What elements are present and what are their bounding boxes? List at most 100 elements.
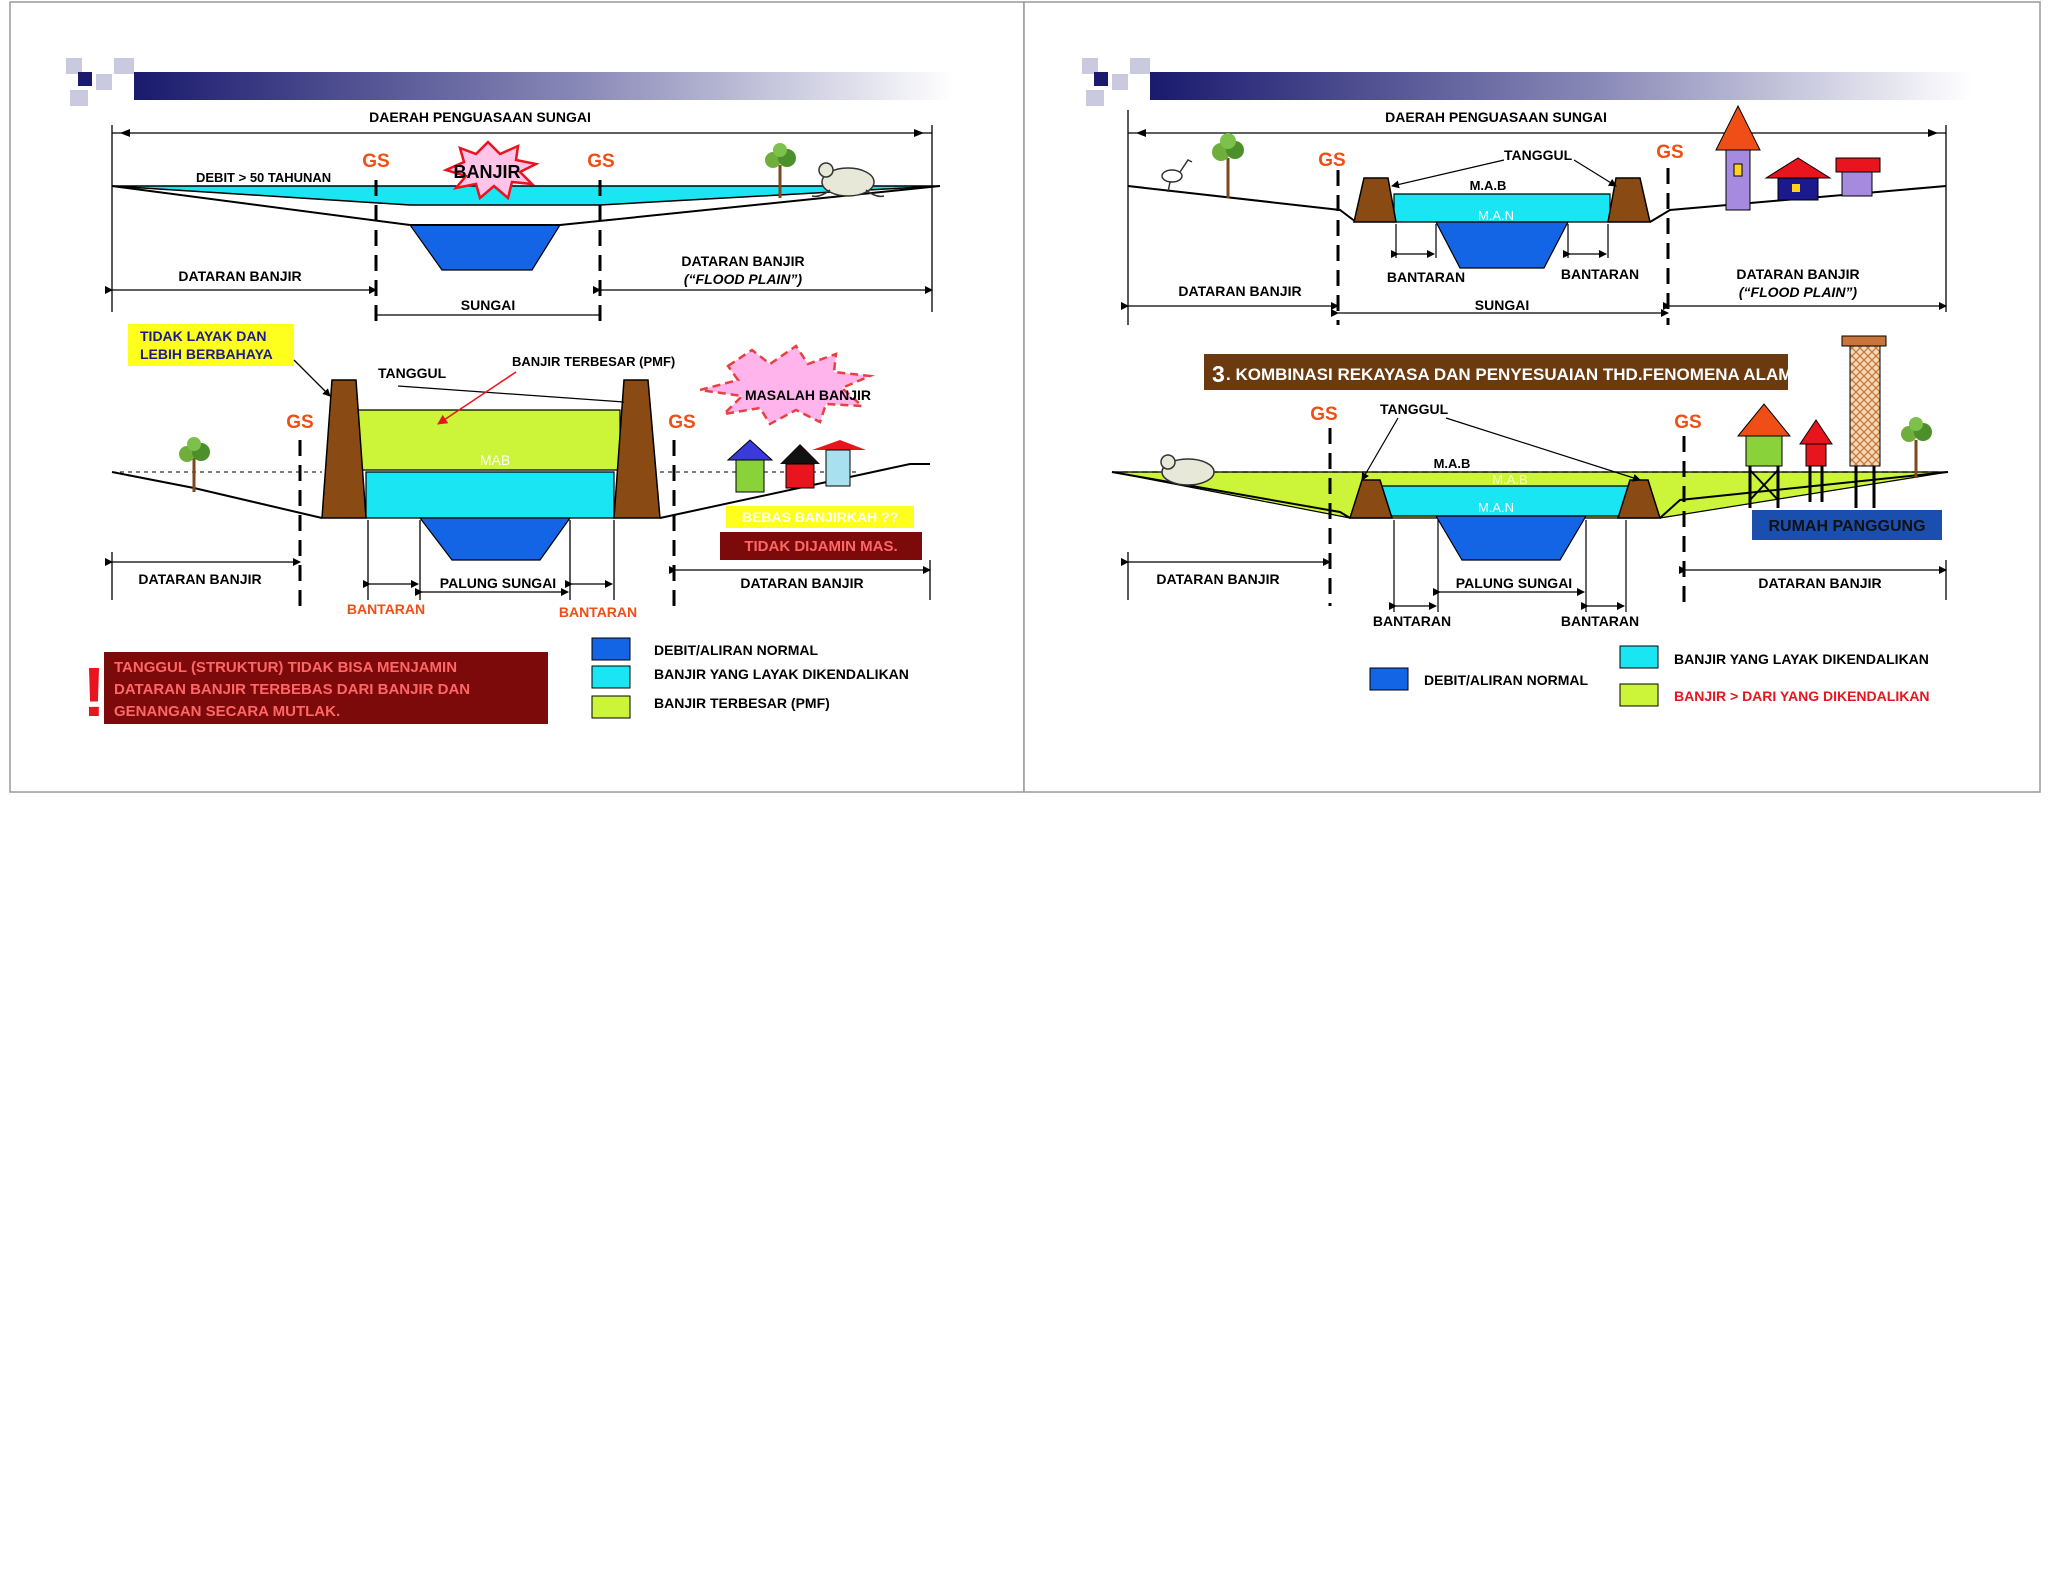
stilt-houses-icon (1736, 335, 1887, 508)
channel-label: PALUNG SUNGAI (440, 575, 556, 591)
banjir-burst-shape (442, 140, 540, 201)
legend-label-normal: DEBIT/ALIRAN NORMAL (1424, 672, 1589, 688)
not-guaranteed-box (720, 532, 922, 560)
legend-swatch-normal (1369, 667, 1409, 691)
exclamation-icon: ! (82, 653, 105, 731)
legend-swatch-controlled (591, 665, 631, 689)
floodplain-right-label-2: (“FLOOD PLAIN”) (1739, 284, 1858, 300)
normal-flow-channel (1435, 221, 1569, 269)
normal-flow-channel (1434, 515, 1588, 561)
warning-line-2: LEBIH BERBAHAYA (140, 346, 273, 362)
floodplain-left-label: DATARAN BANJIR (178, 268, 301, 284)
legend-label-pmf: BANJIR TERBESAR (PMF) (654, 695, 830, 711)
gs-label-left: GS (362, 151, 389, 172)
channel-label: PALUNG SUNGAI (1456, 575, 1572, 591)
floodplain-right-label-1: DATARAN BANJIR (681, 253, 804, 269)
mab-faint-label: M.A.B (1492, 472, 1527, 487)
flood-problem-label: MASALAH BANJIR (745, 387, 871, 403)
slide-2-header-bar (1082, 58, 1972, 106)
slide-2-legend: DEBIT/ALIRAN NORMAL BANJIR YANG LAYAK DI… (1369, 645, 1930, 707)
ground-profile-right (1659, 471, 1949, 519)
levee-left (1353, 177, 1397, 223)
slide-1: DAERAH PENGUASAAN SUNGAI GS GS BANJIR DE… (9, 1, 1025, 793)
floodplain-left-label: DATARAN BANJIR (1178, 283, 1301, 299)
bank-right-label: BANTARAN (1561, 266, 1639, 282)
tree-icon (179, 437, 210, 492)
levee-label: TANGGUL (1504, 147, 1573, 163)
man-label: M.A.N (1478, 208, 1514, 223)
levee-label: TANGGUL (1380, 401, 1449, 417)
houses-icon (726, 439, 866, 493)
legend-label-normal: DEBIT/ALIRAN NORMAL (654, 642, 819, 658)
legend-swatch-controlled (1619, 645, 1659, 669)
levee-label: TANGGUL (378, 365, 447, 381)
bank-right-label: BANTARAN (1561, 613, 1639, 629)
bank-left-label: BANTARAN (1373, 613, 1451, 629)
ground-profile-left (1127, 185, 1357, 223)
bank-left-label: BANTARAN (1387, 269, 1465, 285)
gs-label-right: GS (668, 412, 695, 433)
levee-left (321, 379, 367, 519)
man-label: M.A.N (1478, 500, 1514, 515)
frog-icon (811, 162, 885, 198)
slide-2: DAERAH PENGUASAAN SUNGAI M.A.N TANGGUL M… (1023, 1, 2041, 793)
frog-icon (1160, 454, 1215, 486)
levee-left (1348, 479, 1394, 519)
banner-text: . KOMBINASI REKAYASA DAN PENYESUAIAN THD… (1226, 365, 1792, 384)
debit-label: DEBIT > 50 TAHUNAN (196, 170, 331, 185)
gs-label-left: GS (1318, 150, 1345, 171)
bank-left-label: BANTARAN (347, 601, 425, 617)
note-line-2: DATARAN BANJIR TERBEBAS DARI BANJIR DAN (114, 681, 470, 698)
slide-1-note: ! TANGGUL (STRUKTUR) TIDAK BISA MENJAMIN… (82, 652, 548, 731)
slide-1-top-cross-section: DAERAH PENGUASAAN SUNGAI GS GS BANJIR DE… (105, 109, 941, 322)
stilt-house-box (1752, 510, 1942, 540)
slide-2-banner: 3 . KOMBINASI REKAYASA DAN PENYESUAIAN T… (1204, 354, 1792, 390)
mab-label: M.A.B (1434, 456, 1471, 471)
ground-profile (111, 185, 941, 226)
river-label: SUNGAI (1475, 297, 1529, 313)
legend-label-controlled: BANJIR YANG LAYAK DIKENDALIKAN (1674, 651, 1929, 667)
legend-swatch-exceeding (1619, 683, 1659, 707)
floodplain-left-label: DATARAN BANJIR (138, 571, 261, 587)
legend-label-controlled: BANJIR YANG LAYAK DIKENDALIKAN (654, 666, 909, 682)
mab-label: M.A.B (1470, 178, 1507, 193)
ground-profile-right (659, 463, 930, 519)
legend-swatch-normal (591, 637, 631, 661)
tree-icon (1212, 133, 1244, 198)
note-line-1: TANGGUL (STRUKTUR) TIDAK BISA MENJAMIN (114, 659, 457, 676)
bird-icon (1161, 159, 1193, 193)
river-domain-label: DAERAH PENGUASAAN SUNGAI (369, 109, 591, 125)
slide-1-header-bar (66, 58, 954, 106)
gs-label-right: GS (1656, 142, 1683, 163)
note-line-3: GENANGAN SECARA MUTLAK. (114, 703, 340, 720)
banner-box (1204, 354, 1788, 390)
controlled-flood-area (365, 471, 615, 519)
legend-swatch-pmf (591, 695, 631, 719)
floodplain-left-label: DATARAN BANJIR (1156, 571, 1279, 587)
levee-right (1607, 177, 1651, 223)
slide-1-bottom-cross-section: TIDAK LAYAK DAN LEBIH BERBAHAYA MAB TANG… (105, 324, 931, 620)
bank-right-label: BANTARAN (559, 604, 637, 620)
floodplain-right-label-2: (“FLOOD PLAIN”) (684, 271, 803, 287)
warning-line-1: TIDAK LAYAK DAN (140, 328, 267, 344)
warning-box (128, 324, 294, 366)
banjir-burst-label: BANJIR (453, 162, 520, 182)
stilt-house-label: RUMAH PANGGUNG (1768, 518, 1925, 535)
gs-label-left: GS (1310, 404, 1337, 425)
levee-right (1616, 479, 1662, 519)
gs-label-right: GS (1674, 412, 1701, 433)
floodplain-right-label: DATARAN BANJIR (740, 575, 863, 591)
slide-1-legend: DEBIT/ALIRAN NORMAL BANJIR YANG LAYAK DI… (591, 637, 909, 719)
not-guaranteed-label: TIDAK DIJAMIN MAS. (744, 538, 897, 555)
max-flood-label: BANJIR TERBESAR (PMF) (512, 354, 675, 369)
gs-label-right: GS (587, 151, 614, 172)
floodplain-right-label: DATARAN BANJIR (1758, 575, 1881, 591)
river-label: SUNGAI (461, 297, 515, 313)
normal-flow-channel (418, 517, 572, 561)
gs-label-left: GS (286, 412, 313, 433)
houses-icon (1715, 104, 1881, 211)
slide-2-top-cross-section: DAERAH PENGUASAAN SUNGAI M.A.N TANGGUL M… (1121, 104, 1947, 325)
slide-2-bottom-cross-section: M.A.B M.A.B M.A.N TANGGUL GS GS (1111, 335, 1949, 629)
